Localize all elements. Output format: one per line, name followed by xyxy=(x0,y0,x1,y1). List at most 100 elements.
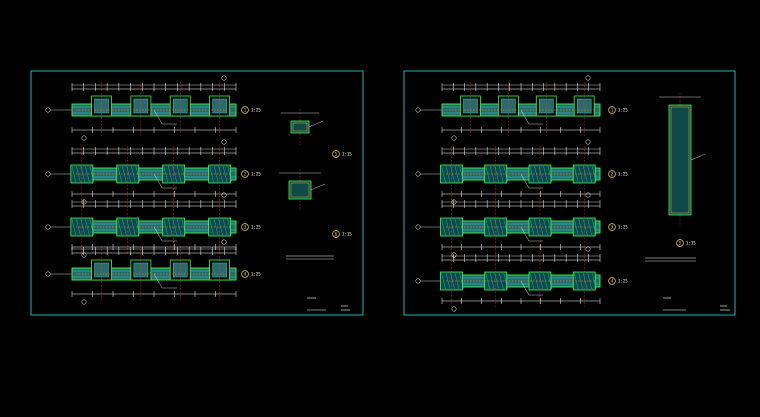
column xyxy=(133,98,149,114)
column-hatch xyxy=(578,272,583,290)
column-hatch xyxy=(503,272,508,290)
callout-scale: 1:25 xyxy=(251,271,261,276)
column-hatch xyxy=(445,272,451,290)
callout-circle xyxy=(241,106,249,114)
wall-section xyxy=(45,239,237,305)
axis-bubble xyxy=(221,75,227,81)
wall-section xyxy=(415,192,601,258)
column-hatch xyxy=(135,218,140,236)
column-hatch xyxy=(529,165,535,183)
column-hatch xyxy=(71,218,77,236)
column xyxy=(576,98,592,114)
stirrup xyxy=(670,106,690,214)
axis-bubble xyxy=(81,135,87,141)
sheet-border xyxy=(403,70,736,316)
callout-number: 5 xyxy=(335,151,338,156)
column-hatch xyxy=(85,165,90,183)
column-hatch xyxy=(163,165,168,183)
column xyxy=(668,104,692,216)
column-hatch xyxy=(547,165,553,183)
column-hatch xyxy=(117,165,122,183)
column-hatch xyxy=(538,272,544,290)
callout-circle xyxy=(241,270,249,278)
callout-number: 6 xyxy=(335,231,338,236)
column-hatch xyxy=(494,165,499,183)
column xyxy=(463,98,478,114)
column-detail xyxy=(279,169,326,211)
column-hatch xyxy=(529,272,535,290)
callout-number: 3 xyxy=(244,224,247,229)
axis-bubble xyxy=(585,75,591,81)
note-leader xyxy=(520,280,544,296)
column-hatch xyxy=(547,218,553,236)
column xyxy=(212,98,227,114)
column xyxy=(288,180,312,200)
column-hatch xyxy=(547,272,553,290)
column-hatch xyxy=(538,165,544,183)
callout-number: 1 xyxy=(611,107,614,112)
axis-bubble xyxy=(585,246,591,252)
column-hatch xyxy=(213,218,219,236)
wall-section xyxy=(415,246,601,312)
column-hatch xyxy=(222,165,228,183)
callout-scale: 1:25 xyxy=(251,107,261,112)
note-leader xyxy=(520,109,544,125)
column-hatch xyxy=(587,165,592,183)
callout-circle xyxy=(241,223,249,231)
wall-section xyxy=(415,75,601,141)
column-hatch xyxy=(181,165,186,183)
column-hatch xyxy=(441,165,446,183)
callout-circle xyxy=(332,230,340,238)
callout-scale: 1:25 xyxy=(618,224,628,229)
note-leader xyxy=(153,173,177,189)
wall-section xyxy=(45,75,237,141)
column-hatch xyxy=(529,218,535,236)
column-hatch xyxy=(163,218,168,236)
column-hatch xyxy=(587,218,592,236)
callout-scale: 1:25 xyxy=(618,107,628,112)
callout-number: 2 xyxy=(244,171,247,176)
column-hatch xyxy=(503,218,508,236)
note-leader xyxy=(153,273,177,289)
callout-scale: 1:25 xyxy=(618,278,628,283)
column-hatch xyxy=(441,218,446,236)
axis-bubble xyxy=(585,192,591,198)
axis-bubble xyxy=(451,306,457,312)
column-hatch xyxy=(485,218,490,236)
callout-number: 3 xyxy=(611,224,614,229)
column-hatch xyxy=(126,218,131,236)
stirrup xyxy=(290,182,310,198)
section-callout: 4 1:25 xyxy=(608,277,628,285)
callout-scale: 1:15 xyxy=(686,240,696,245)
column-hatch xyxy=(213,165,219,183)
axis-bubble xyxy=(451,135,457,141)
axis-bubble xyxy=(585,139,591,145)
column-hatch xyxy=(503,165,508,183)
callout-number: 4 xyxy=(611,278,614,283)
section-callout: 3 1:25 xyxy=(608,223,628,231)
column-hatch xyxy=(441,272,446,290)
callout-scale: 1:15 xyxy=(342,231,352,236)
column-hatch xyxy=(578,165,583,183)
column-hatch xyxy=(117,218,122,236)
wall-section xyxy=(45,139,237,205)
column-hatch xyxy=(222,218,228,236)
axis-bubble xyxy=(221,239,227,245)
wall-section xyxy=(415,139,601,205)
column-hatch xyxy=(485,165,490,183)
section-callout: 6 1:15 xyxy=(332,230,352,238)
title-notes xyxy=(645,257,730,311)
